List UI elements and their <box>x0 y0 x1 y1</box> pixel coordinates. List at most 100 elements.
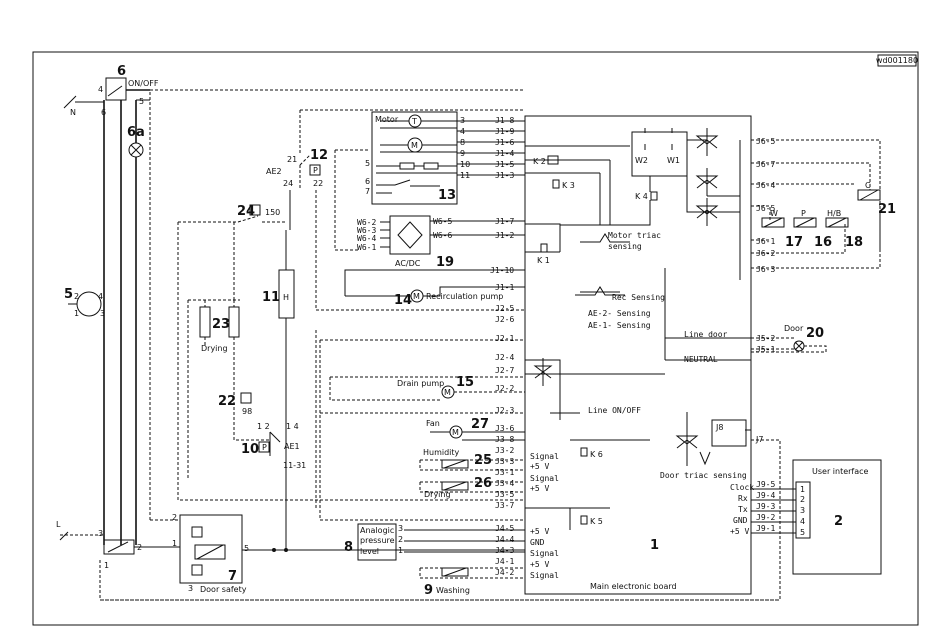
component-number-20: 20 <box>806 326 824 341</box>
j8-label: J8 <box>715 423 723 432</box>
valve-hb-label: H/B <box>827 209 841 218</box>
component-number-1: 1 <box>650 538 659 553</box>
valve-w-label: W <box>770 209 778 218</box>
pressure-pin-3: 3 <box>398 524 403 533</box>
component-number-14: 14 <box>394 293 412 308</box>
pressure-sensor-box <box>357 523 397 561</box>
on-off-switch-box <box>105 77 127 101</box>
conn-j2-6: J2-6 <box>495 315 514 324</box>
pressure-switch-10-p: P <box>262 443 267 452</box>
component-number-19: 19 <box>436 255 454 270</box>
conn-j4-1: J4-1 <box>495 557 514 566</box>
ui-pin-1: 1 <box>800 485 805 494</box>
svg-text:T: T <box>411 117 417 126</box>
j7-label: J7 <box>755 435 763 444</box>
svg-text:M: M <box>411 141 418 150</box>
j3-plus5-1: +5 V <box>530 462 549 471</box>
k2-label: K 2 <box>533 157 546 166</box>
component-number-5: 5 <box>64 287 73 302</box>
humidity-label: Humidity <box>423 448 460 457</box>
conn-j3-4: J3-4 <box>495 479 514 488</box>
conn-j5-2: J5-2 <box>756 334 775 343</box>
conn-j3-1: J3-1 <box>495 468 514 477</box>
door-safety: 7 Door safety 2 1 5 3 <box>149 89 525 594</box>
pressure-label: pressure <box>360 536 395 545</box>
ui-pin-5: 5 <box>800 528 805 537</box>
thermostat-24: 24 150 <box>178 204 286 223</box>
conn-j2-1: J2-1 <box>495 334 514 343</box>
j4-signal-a: Signal <box>530 549 559 558</box>
conn-j4-4: J4-4 <box>495 535 514 544</box>
signal-ae2-sensing: AE-2- Sensing <box>588 309 651 318</box>
signal-line-onoff: Line ON/OFF <box>588 406 641 415</box>
c5-pin-3: 3 <box>100 309 105 318</box>
board-right-connectors: J6-5 J6-7 J6-4 J6-5 J6-1 J6-2 J6-3 J5-2 … <box>751 137 881 354</box>
ui-signal-5v: +5 V <box>730 527 749 536</box>
acdc-block: AC/DC 19 W6-2 W6-3 W6-4 W6-1 W6-5 W6-6 <box>357 215 525 270</box>
ui-signal-gnd: GND <box>733 516 748 525</box>
w1-label: W1 <box>667 156 680 165</box>
signal-door-triac: Door triac sensing <box>660 471 747 480</box>
component-number-2: 2 <box>834 514 843 529</box>
thermostat-12-box <box>309 164 321 176</box>
bottom-switch-pin-1: 1 <box>104 561 109 570</box>
conn-j5-1: J5-1 <box>756 345 775 354</box>
acdc-label: AC/DC <box>395 259 421 268</box>
conn-j6-5a: J6-5 <box>756 137 775 146</box>
conn-j9-3: J9-3 <box>756 502 775 511</box>
conn-j3-5: J3-5 <box>495 490 514 499</box>
drying-sensor: Drying 26 <box>419 476 525 499</box>
ae1-label: AE1 <box>284 442 300 451</box>
k6-label: K 6 <box>590 450 603 459</box>
conn-j3-7: J3-7 <box>495 501 514 510</box>
ref-box <box>877 54 917 67</box>
line-label: L <box>56 520 61 529</box>
motor-pin-5: 5 <box>365 159 370 168</box>
recirculation-pump-label: Recirculation pump <box>426 292 503 301</box>
thermostat-22-rating: 98 <box>242 407 252 416</box>
signal-rec-sensing: Rec Sensing <box>612 293 665 302</box>
component-number-6: 6 <box>117 64 126 79</box>
diagram-frame <box>32 51 919 626</box>
mains-input: N L <box>56 95 104 541</box>
valve-w <box>761 217 785 228</box>
heater: H 11 <box>262 230 295 420</box>
conn-j2-3: J2-3 <box>495 406 514 415</box>
ae2-pin-21: 21 <box>287 155 297 164</box>
component-number-15: 15 <box>456 375 474 390</box>
door-label: Door <box>784 324 804 333</box>
drying-sensor-label: Drying <box>424 490 451 499</box>
valve-c-label: C <box>865 181 871 190</box>
j3-plus5-2: +5 V <box>530 484 549 493</box>
washing-label: Washing <box>436 586 470 595</box>
signal-line-door: Line door <box>684 330 728 339</box>
user-interface-box <box>792 459 882 575</box>
w6-4: W6-4 <box>357 234 376 243</box>
conn-j6-3: J6-3 <box>756 265 775 274</box>
door-lamp: Door 20 <box>751 324 827 353</box>
thermostat-ae2: P 12 AE2 21 24 22 <box>266 109 525 311</box>
neutral-label: N <box>70 108 76 117</box>
w6-1: W6-1 <box>357 243 376 252</box>
thermostat-22-box <box>240 392 252 404</box>
j8-connector <box>711 419 747 447</box>
conn-j2-2: J2-2 <box>495 384 514 393</box>
fan-label: Fan <box>426 419 440 428</box>
on-off-label: ON/OFF <box>128 79 159 88</box>
component-number-26: 26 <box>474 476 492 491</box>
ae1-pins-label: 11-31 <box>283 461 306 470</box>
thermostat-24-box <box>249 204 261 216</box>
conn-j4-2: J4-2 <box>495 568 514 577</box>
conn-j2-4: J2-4 <box>495 353 514 362</box>
component-number-9: 9 <box>424 583 433 598</box>
ui-pin-2: 2 <box>800 495 805 504</box>
j3-signal-2: Signal <box>530 474 559 483</box>
ui-signal-tx: Tx <box>738 505 748 514</box>
component-number-17: 17 <box>785 235 803 250</box>
bottom-switch: 3 2 1 <box>60 529 780 601</box>
harness-wires <box>177 149 525 521</box>
heater-h-label: H <box>283 293 289 302</box>
component-number-23: 23 <box>212 317 230 332</box>
ui-pin-4: 4 <box>800 517 805 526</box>
conn-j9-4: J9-4 <box>756 491 775 500</box>
